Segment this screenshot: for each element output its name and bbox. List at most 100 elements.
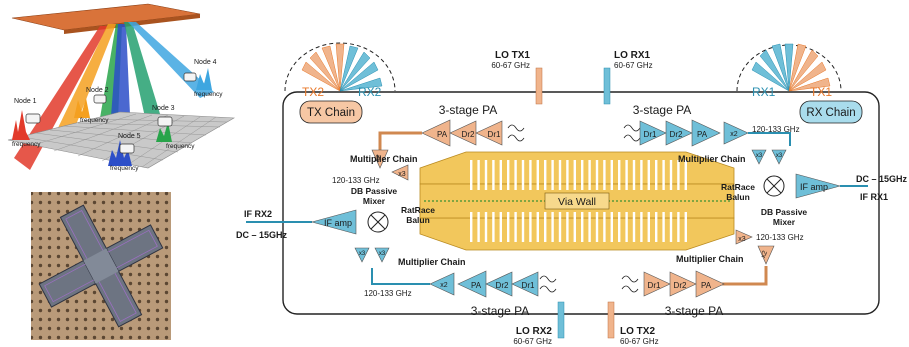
freq-label-4: frequency [194,91,223,98]
waveguide-slot [625,160,627,190]
wireless-scene: Node 1 Node 2 Node 3 Node 4 Node 5 frequ… [8,4,234,172]
pa-label-rx-bottom: PA [471,281,482,290]
waveguide-slot [596,160,598,190]
waveguide-slot [611,160,613,190]
three-stage-pa-rx-top: 3-stage PA [633,103,691,117]
fan-right-tx-label: TX1 [810,85,832,99]
mult-chain-tx-bottom: Multiplier Chain [676,254,744,264]
ratrace-rx1-2: Balun [726,192,750,202]
pa-label-tx-bottom: PA [701,281,712,290]
waveguide-slot [655,160,657,190]
x3-label-tx-top: x3 [398,171,406,178]
waveguide-slot [514,212,516,242]
dr1-label-tx-top: Dr1 [488,130,501,139]
waveguide-slot [655,212,657,242]
node4-label: Node 4 [194,59,217,66]
via-wall-label: Via Wall [558,196,596,208]
if-rx2-label: IF RX2 [244,209,272,219]
waveguide-slot [640,212,642,242]
lo-tx1-label: LO TX1 [495,50,530,61]
dr2-label-rx-top: Dr2 [670,130,683,139]
waveguide-slot [588,160,590,190]
node2-device-icon [94,95,106,103]
waveguide-slot [470,160,472,190]
waveguide-slot [640,160,642,190]
three-stage-pa-tx-top: 3-stage PA [439,103,497,117]
waveguide-slot [551,212,553,242]
waveguide-slot [618,160,620,190]
x3-label-rx-top: x3 [756,153,763,159]
mixer-rx1-label-1: DB Passive [761,207,808,217]
waveguide-slot [677,212,679,242]
ratrace-rx2-2: Balun [406,215,430,225]
node4-device-icon [184,73,196,81]
node1-device-icon [26,114,40,123]
fan-right-rx-label: RX1 [752,85,776,99]
waveguide-slot [685,160,687,190]
x3-label-rx-bottom: x3 [359,251,366,257]
waveguide-slot [618,212,620,242]
freq-label-3: frequency [166,143,195,150]
waveguide-slot [581,160,583,190]
lo-tx2-line [608,302,614,338]
mult-chain-rx-top: Multiplier Chain [678,154,746,164]
waveguide-slot [611,212,613,242]
waveguide-slot [514,160,516,190]
waveguide-slot [544,160,546,190]
waveguide-slot [574,212,576,242]
waveguide-slot [492,212,494,242]
rx-chain-label: RX Chain [806,107,855,119]
freq-label-2: frequency [80,117,109,124]
freq-120-rx-bottom: 120-133 GHz [364,289,412,298]
mixer-rx1-label-2: Mixer [773,217,796,227]
waveguide-slot [500,212,502,242]
waveguide-slot [603,212,605,242]
waveguide-slot [522,212,524,242]
mixer-rx2-label-1: DB Passive [351,186,398,196]
node3-label: Node 3 [152,105,175,112]
pa-label-tx-top: PA [437,130,448,139]
freq-120-tx-bottom: 120-133 GHz [756,233,804,242]
x3-label-rx-top-b: x3 [776,153,783,159]
lo-tx2-freq: 60-67 GHz [620,337,659,346]
waveguide-slot [477,212,479,242]
waveguide-slot [574,160,576,190]
ratrace-rx1-1: RatRace [721,182,755,192]
tx-chain-label: TX Chain [307,107,355,119]
fan-left-rx-label: RX2 [358,85,382,99]
waveguide-slot [625,212,627,242]
waveguide-slot [633,212,635,242]
waveguide-slot [685,212,687,242]
freq-label-5: frequency [110,165,139,172]
lo-rx1-freq: 60-67 GHz [614,61,653,70]
if-rx1-label: IF RX1 [860,192,888,202]
waveguide-slot [537,212,539,242]
if-amp-label-rx1: IF amp [800,182,828,192]
waveguide-slot [581,212,583,242]
freq-120-tx-top: 120-133 GHz [332,176,380,185]
waveguide-slot [529,212,531,242]
waveguide-slot [537,160,539,190]
waveguide-slot [596,212,598,242]
lo-rx1-label: LO RX1 [614,50,651,61]
fan-left: TX2 RX2 [285,43,395,99]
node2-label: Node 2 [86,87,109,94]
dr1-label-rx-bottom: Dr1 [522,281,535,290]
lo-tx1-freq: 60-67 GHz [491,61,530,70]
waveguide-slot [648,160,650,190]
node1-label: Node 1 [14,98,37,105]
x2-label-rx-top: x2 [730,131,738,138]
waveguide-slot [662,160,664,190]
waveguide-slot [566,160,568,190]
lo-rx1-line [604,68,610,104]
mixer-rx2-label-2: Mixer [363,196,386,206]
fan-right: RX1 TX1 [737,44,841,99]
dr2-label-tx-top: Dr2 [462,130,475,139]
lo-tx1-line [536,68,542,104]
three-stage-pa-tx-bottom: 3-stage PA [665,304,723,318]
waveguide-slot [507,160,509,190]
waveguide-slot [507,212,509,242]
waveguide-slot [485,212,487,242]
x3-label-rx-bottom-b: x3 [379,251,386,257]
